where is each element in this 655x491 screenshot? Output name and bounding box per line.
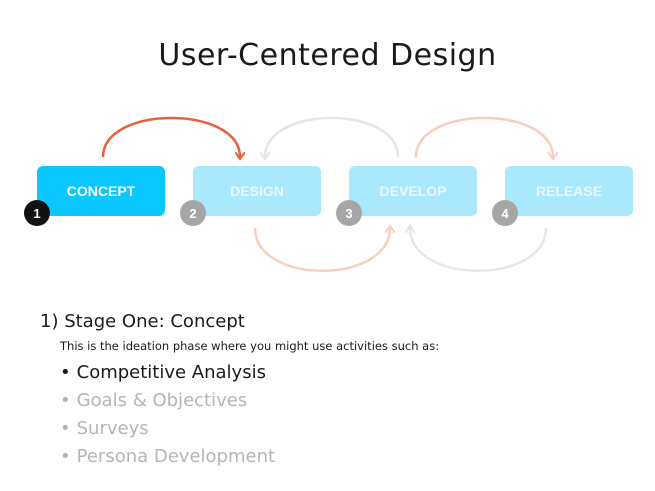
arrow-release-to-develop [410, 228, 548, 272]
arrow-design-to-develop [253, 228, 390, 272]
stage-number-badge: 4 [492, 200, 518, 226]
bullet: • [60, 446, 71, 467]
stage-release[interactable]: RELEASE [505, 166, 633, 216]
arrow-develop-to-design [265, 116, 400, 157]
stage-label: RELEASE [535, 183, 603, 199]
arrow-develop-to-release [414, 116, 553, 157]
stage-label: DESIGN [230, 183, 284, 199]
list-item: •Goals & Objectives [60, 388, 275, 416]
bullet: • [60, 418, 71, 439]
activity-label: Competitive Analysis [76, 362, 266, 383]
bullet: • [60, 390, 71, 411]
stage-label: CONCEPT [66, 183, 136, 199]
stage-number-badge: 3 [336, 200, 362, 226]
activity-label: Persona Development [76, 446, 276, 467]
page-title: User-Centered Design [158, 38, 497, 73]
arrow-concept-to-design [101, 116, 240, 157]
stage-intro: This is the ideation phase where you mig… [60, 339, 440, 353]
list-item: •Competitive Analysis [60, 360, 275, 388]
activity-list: •Competitive Analysis •Goals & Objective… [60, 360, 275, 472]
stage-concept[interactable]: CONCEPT [37, 166, 165, 216]
stage-design[interactable]: DESIGN [193, 166, 321, 216]
activity-label: Goals & Objectives [76, 390, 248, 411]
list-item: •Persona Development [60, 444, 275, 472]
bullet: • [60, 362, 71, 383]
stage-label: DEVELOP [379, 183, 447, 199]
activity-label: Surveys [76, 418, 149, 439]
list-item: •Surveys [60, 416, 275, 444]
stage-number-badge: 2 [180, 200, 206, 226]
stage-number-badge: 1 [24, 200, 50, 226]
stage-heading: 1) Stage One: Concept [40, 311, 245, 332]
stage-develop[interactable]: DEVELOP [349, 166, 477, 216]
